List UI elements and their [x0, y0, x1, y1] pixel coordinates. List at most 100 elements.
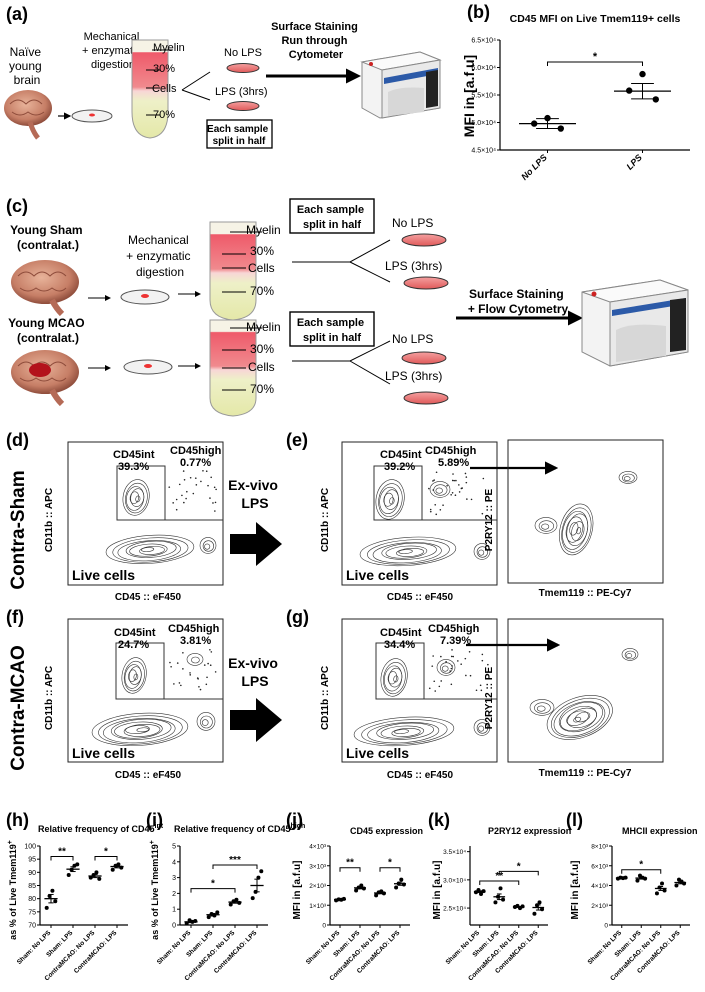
y-tick-label: 5.0×10⁴: [471, 120, 496, 127]
contour-line: [125, 540, 177, 558]
f-live-cells: Live cells: [72, 745, 135, 761]
data-point: [396, 881, 401, 886]
data-point: [399, 877, 404, 882]
contour-line: [186, 653, 204, 666]
contour-line: [200, 715, 213, 729]
event-dot: [203, 664, 206, 666]
chart-b-title: CD45 MFI on Live Tmem119+ cells: [510, 13, 681, 25]
event-dot: [480, 689, 483, 692]
contour-line: [571, 521, 585, 541]
event-dot: [207, 484, 209, 487]
contour-line: [123, 724, 161, 737]
contour-line: [576, 527, 582, 535]
y-tick-label: 100: [24, 844, 36, 851]
mcao-label: Young MCAO (contralat.): [8, 316, 88, 345]
event-dot: [173, 683, 175, 685]
d-contours: [105, 469, 217, 565]
data-point: [520, 904, 525, 909]
contour-line: [387, 671, 398, 685]
event-dot: [432, 489, 435, 491]
y-tick-label: 4×10³: [591, 883, 609, 890]
contour-line: [124, 664, 142, 689]
data-point: [682, 881, 687, 886]
y-tick-label: 3.0×10⁴: [443, 877, 466, 884]
tube-label-cells: Cells: [152, 83, 177, 95]
y-tick-label: 4: [172, 859, 176, 866]
data-point: [341, 896, 346, 901]
gradient-tube-icon: [131, 39, 169, 139]
chart-l-ylabel: MFI in [a.f.u]: [570, 861, 581, 920]
f-cd45int-value: 24.7%: [118, 639, 149, 651]
tube-c2-70: 70%: [250, 382, 274, 396]
data-point: [253, 889, 258, 894]
event-dot: [200, 480, 202, 483]
contour-line: [561, 507, 592, 553]
event-dot: [481, 659, 484, 662]
d-cd45int-value: 39.3%: [118, 461, 149, 473]
category-label: ContraMCAO: LPS: [213, 929, 259, 975]
flow-cytometer-icon: [581, 279, 689, 367]
petri-dish-sham-icon: [120, 289, 170, 305]
y-tick-label: 0: [604, 923, 608, 930]
data-point: [635, 878, 640, 883]
contour-line: [618, 471, 638, 484]
digestion-label-c: Mechanical + enzymatic digestion: [126, 233, 194, 279]
y-tick-label: 6.5×10⁴: [471, 38, 496, 45]
data-point: [88, 875, 93, 880]
petri-dish-mcao-icon: [123, 359, 173, 375]
panel-c: (c) Young Sham (contralat.) Mechanical +…: [6, 196, 689, 417]
d-ylabel: CD11b :: APC: [44, 488, 55, 552]
event-dot: [475, 689, 478, 692]
e-cd45int-value: 39.2%: [384, 461, 415, 473]
category-label: Sham: No LPS: [16, 929, 53, 966]
contour-line: [536, 705, 546, 712]
event-dot: [468, 650, 471, 653]
y-tick-label: 90: [28, 870, 36, 877]
data-point: [498, 886, 503, 891]
arrow-ex-vivo-2: Ex-vivo LPS: [228, 655, 282, 742]
data-point: [532, 911, 537, 916]
d-xlabel: CD45 :: eF450: [115, 592, 182, 603]
contour-line: [380, 658, 408, 697]
contour-line: [383, 662, 406, 695]
event-dot: [169, 661, 171, 664]
data-point: [481, 889, 486, 894]
data-point: [47, 894, 52, 899]
contour-line: [139, 546, 165, 555]
event-dot: [189, 674, 192, 676]
event-dot: [210, 651, 213, 653]
sig-label: *: [104, 847, 108, 858]
contour-line: [136, 727, 150, 733]
e-cd45int-label: CD45int: [380, 449, 422, 461]
f-contours: [91, 648, 217, 747]
contour-line: [476, 722, 489, 734]
event-dot: [214, 510, 216, 512]
event-dot: [481, 512, 484, 515]
y-tick-label: 0: [322, 923, 326, 930]
d-cd45high-label: CD45high: [170, 445, 222, 457]
event-dot: [182, 470, 185, 472]
contour-line: [473, 543, 491, 560]
panel-label-f: (f): [6, 607, 24, 627]
g-cd45int-label: CD45int: [380, 627, 422, 639]
contour-line: [383, 492, 394, 507]
g-y2label: P2RY12 :: PE: [484, 666, 495, 729]
data-point: [662, 888, 667, 893]
e-cd45high-value: 5.89%: [438, 457, 469, 469]
y-tick-label: 75: [28, 909, 36, 916]
f-cd45high-label: CD45high: [168, 623, 220, 635]
contour-line: [375, 479, 405, 520]
contour-line: [435, 487, 443, 494]
event-dot: [460, 663, 462, 665]
contour-line: [379, 486, 399, 514]
contour-line: [478, 725, 485, 732]
contour-line: [135, 495, 141, 503]
contour-line: [569, 522, 579, 536]
data-point: [479, 891, 484, 896]
contour-line: [361, 719, 448, 745]
sig-label: **: [346, 858, 354, 869]
contour-line: [473, 719, 491, 736]
event-dot: [458, 491, 461, 493]
f-gate-cd45int: [115, 642, 165, 700]
